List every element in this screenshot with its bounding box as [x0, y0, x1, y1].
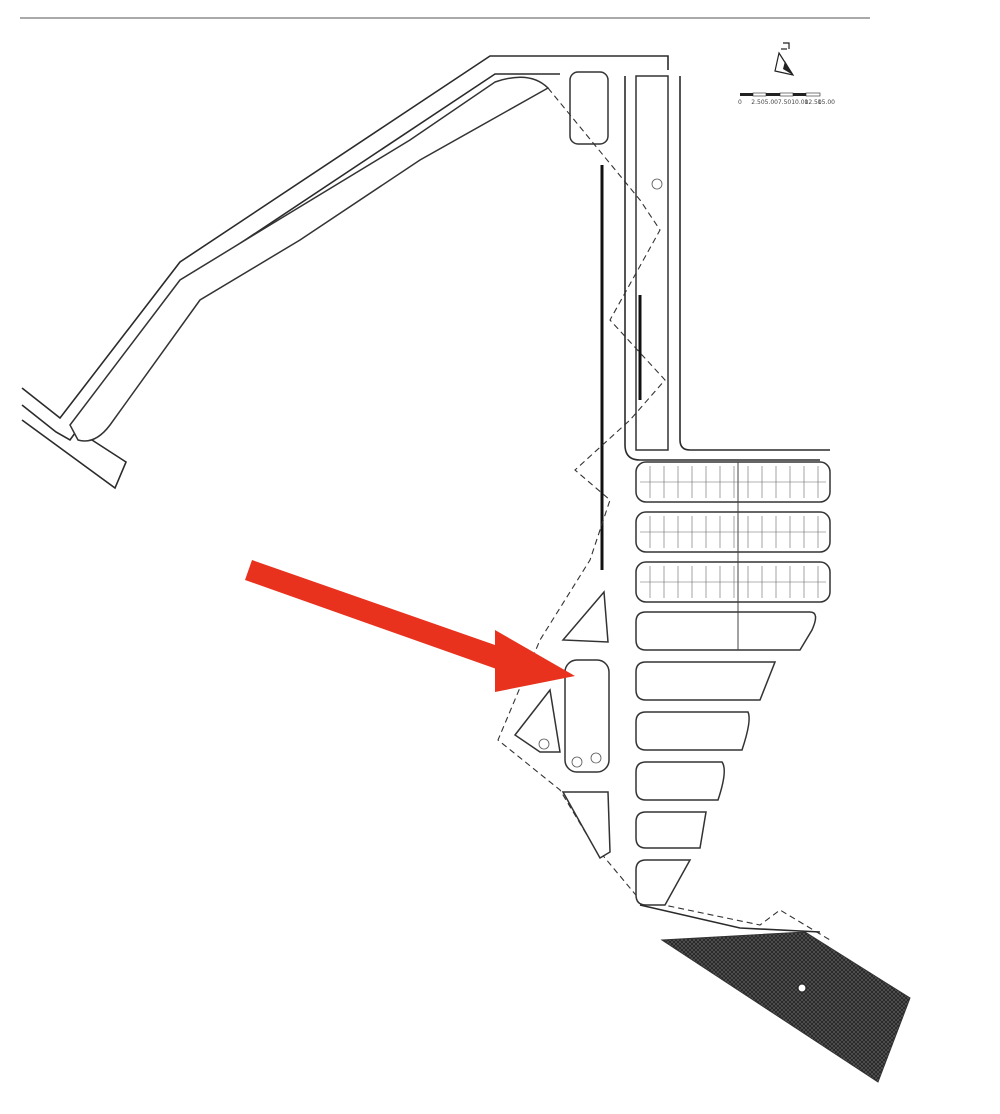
- scale-tick-label: 5.00: [765, 99, 779, 106]
- lot-block-row-9: [635, 859, 692, 906]
- scale-tick-label: 15.00: [818, 99, 835, 106]
- scale-tick-label: 7.50: [778, 99, 792, 106]
- scale-tick-label: 0: [738, 99, 742, 106]
- lot-block-row-7: [635, 761, 725, 801]
- lot-block-row-4: [635, 611, 817, 651]
- lot-block-north: [569, 71, 609, 145]
- lot-block-row-5: [635, 661, 777, 701]
- northwest-road: [21, 55, 669, 490]
- open-space-parcel: [561, 791, 611, 860]
- lot-block-northwest: [69, 76, 550, 442]
- highlighted-lot-block: [564, 659, 610, 773]
- scale-tick-label: 10.00: [791, 99, 808, 106]
- lot-blocks-east: [635, 461, 831, 906]
- lot-blocks-west: [513, 590, 611, 860]
- lot-block-triangle: [561, 590, 609, 643]
- scale-tick-label: 12.50: [805, 99, 822, 106]
- scale-tick-label: 2.50: [751, 99, 765, 106]
- hatched-area: [660, 931, 911, 1083]
- red-arrow-icon: [245, 560, 575, 692]
- lot-block-row-8: [635, 811, 707, 849]
- lot-block-row-6: [635, 711, 750, 751]
- lot-block-wedge: [513, 688, 561, 753]
- north-arrow-icon: [774, 42, 795, 76]
- site-boundary: [497, 87, 831, 941]
